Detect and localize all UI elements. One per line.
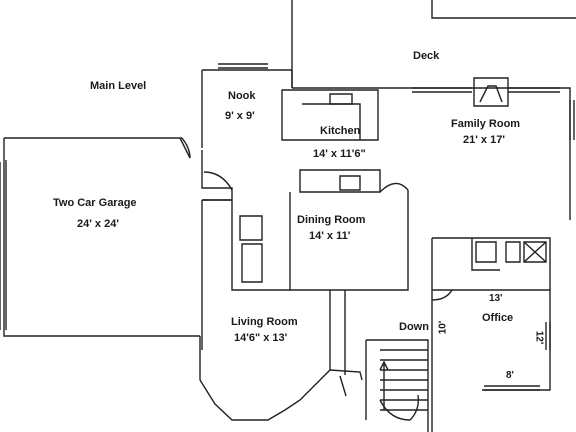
room-label-nook: Nook: [228, 90, 256, 102]
window-office: [484, 385, 540, 391]
room-label-dining-room: Dining Room: [297, 214, 366, 226]
office-dim-right: 12': [533, 330, 545, 345]
room-label-kitchen: Kitchen: [320, 125, 361, 137]
room-size-kitchen: 14' x 11'6": [313, 148, 366, 160]
office-dim-left: 10': [437, 320, 449, 335]
room-size-dining-room: 14' x 11': [309, 230, 351, 242]
room-size-living-room: 14'6" x 13': [234, 332, 288, 344]
office-dim-bottom: 8': [506, 370, 514, 381]
window-family-right: [569, 100, 575, 140]
garage-outline: [3, 137, 200, 337]
shower-x: [523, 241, 547, 263]
dining-door-arc: [379, 182, 409, 193]
kitchen-counter-inner: [302, 103, 361, 140]
room-size-nook: 9' x 9': [225, 110, 255, 122]
exterior-wall-top: [201, 69, 293, 148]
dining-wall: [289, 190, 409, 291]
office-dim-top: 13': [489, 293, 503, 304]
cooktop: [339, 175, 361, 191]
kitchen-sink: [329, 93, 353, 105]
window-nook: [218, 63, 268, 69]
window-family: [412, 87, 560, 93]
room-label-family-room: Family Room: [451, 118, 521, 130]
room-label-office: Office: [482, 312, 514, 324]
stairs-label: Down: [399, 321, 429, 333]
hall-wall: [329, 290, 346, 375]
deck-outline: [291, 0, 576, 89]
stair-arrow: [379, 360, 389, 410]
family-room-wall: [410, 87, 571, 220]
west-wall: [199, 200, 203, 380]
laundry-box: [239, 215, 263, 283]
room-label-living-room: Living Room: [231, 316, 298, 328]
office-door-arc: [431, 289, 453, 301]
room-label-garage: Two Car Garage: [53, 197, 137, 209]
stairs: [365, 339, 429, 432]
garage-door-arc: [179, 137, 191, 159]
living-room-wall: [199, 379, 301, 421]
room-label-deck: Deck: [413, 50, 440, 62]
stair-curve: [379, 394, 420, 421]
bath-outline: [431, 237, 551, 290]
fireplace: [473, 77, 509, 107]
kitchen-counter: [281, 89, 379, 141]
laundry-wall: [202, 199, 290, 291]
bay-window: [299, 369, 363, 401]
level-title: Main Level: [90, 80, 147, 92]
room-size-garage: 24' x 24': [77, 218, 119, 230]
nook-door-arc: [203, 171, 233, 191]
room-size-family-room: 21' x 17': [463, 134, 505, 146]
window-office-right: [545, 322, 551, 350]
